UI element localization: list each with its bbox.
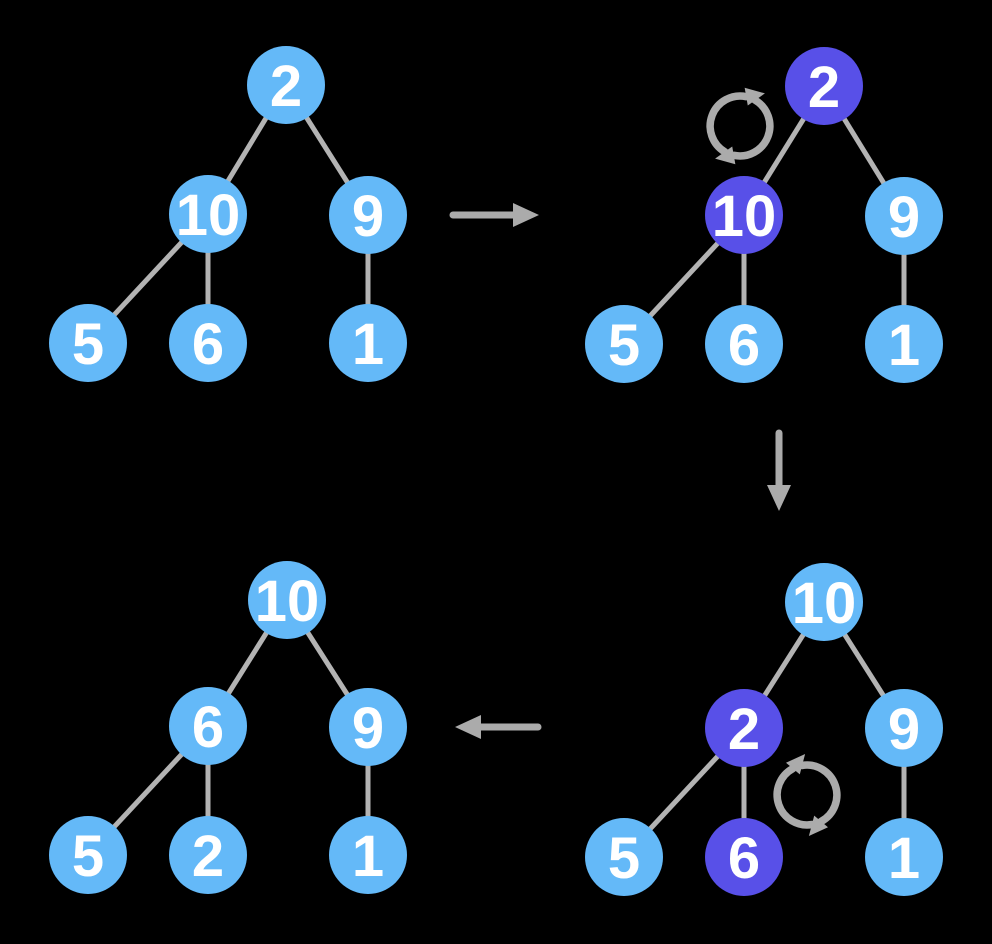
tree-node-6: 6 [169, 687, 247, 765]
tree-node-5: 5 [585, 305, 663, 383]
node-value-label: 5 [72, 312, 104, 377]
tree-node-9: 9 [865, 177, 943, 255]
tree-node-10: 10 [169, 175, 247, 253]
tree-node-9: 9 [865, 689, 943, 767]
node-value-label: 5 [608, 313, 640, 378]
tree-node-9: 9 [329, 176, 407, 254]
tree-node-5: 5 [49, 816, 127, 894]
tree-step-4-final: 10 6 9 5 2 1 [49, 561, 407, 894]
node-value-label: 1 [888, 826, 920, 891]
node-value-label: 1 [352, 312, 384, 377]
tree-step-3-swap-2-and-6: 10 2 9 5 6 1 [585, 563, 943, 896]
node-value-label: 2 [728, 697, 760, 762]
node-value-label: 9 [888, 697, 920, 762]
node-value-label: 10 [255, 569, 320, 634]
tree-node-9: 9 [329, 688, 407, 766]
node-value-label: 6 [728, 313, 760, 378]
tree-node-6: 6 [705, 818, 783, 896]
swap-arrows-icon [706, 87, 774, 165]
tree-node-1: 1 [865, 818, 943, 896]
tree-node-2: 2 [785, 47, 863, 125]
node-value-label: 1 [352, 824, 384, 889]
tree-node-10: 10 [785, 563, 863, 641]
swap-arrows-icon [773, 753, 841, 837]
tree-node-2: 2 [247, 46, 325, 124]
node-value-label: 10 [176, 183, 241, 248]
tree-node-5: 5 [585, 818, 663, 896]
node-value-label: 2 [808, 55, 840, 120]
tree-node-10: 10 [248, 561, 326, 639]
node-value-label: 10 [792, 571, 857, 636]
node-value-label: 9 [888, 185, 920, 250]
tree-node-1: 1 [865, 305, 943, 383]
node-value-label: 9 [352, 696, 384, 761]
node-value-label: 5 [72, 824, 104, 889]
node-value-label: 10 [712, 184, 777, 249]
node-value-label: 1 [888, 313, 920, 378]
tree-node-2: 2 [705, 689, 783, 767]
node-value-label: 5 [608, 826, 640, 891]
tree-node-6: 6 [169, 304, 247, 382]
tree-node-5: 5 [49, 304, 127, 382]
tree-node-6: 6 [705, 305, 783, 383]
tree-step-1-initial: 2 10 9 5 6 1 [49, 46, 407, 382]
node-value-label: 2 [192, 824, 224, 889]
node-value-label: 6 [728, 826, 760, 891]
node-value-label: 9 [352, 184, 384, 249]
node-value-label: 6 [192, 312, 224, 377]
tree-node-2: 2 [169, 816, 247, 894]
node-value-label: 2 [270, 54, 302, 119]
node-value-label: 6 [192, 695, 224, 760]
tree-node-1: 1 [329, 816, 407, 894]
tree-node-1: 1 [329, 304, 407, 382]
tree-step-2-swap-2-and-10: 2 10 9 5 6 1 [585, 47, 943, 383]
tree-node-10: 10 [705, 176, 783, 254]
